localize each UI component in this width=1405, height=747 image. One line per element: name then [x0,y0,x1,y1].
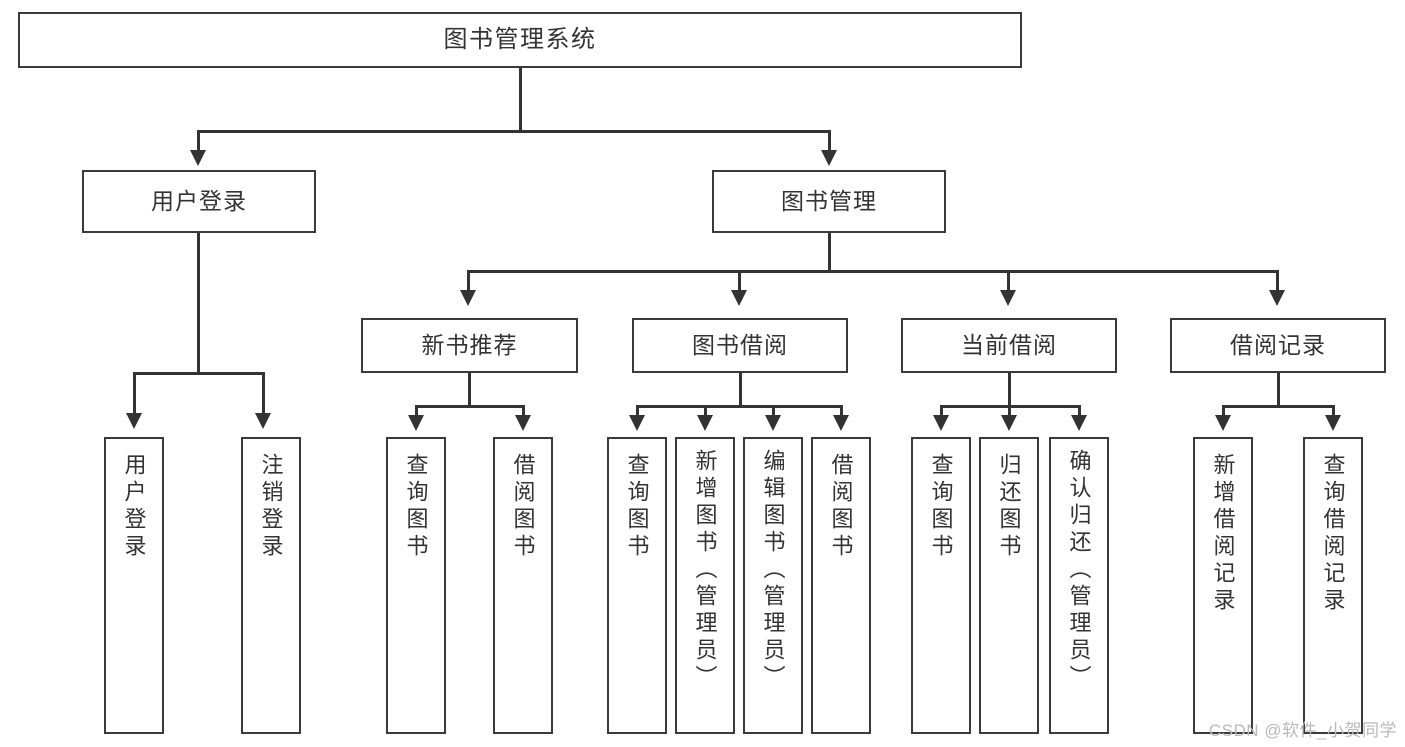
node-label: 借阅图书 [828,453,854,561]
leaf-bb-query-book[interactable]: 查询图书 [607,437,667,734]
arrowhead-book-management [821,150,837,166]
arrowhead-user-login [190,150,206,166]
connector-drop-borrow-records [1276,270,1279,294]
leaf-bb-edit-book-admin[interactable]: 编辑图书（管理员） [743,437,803,734]
node-label: 确认归还（管理员） [1066,449,1092,692]
node-book-borrow[interactable]: 图书借阅 [632,318,848,373]
node-label: 图书管理系统 [443,25,597,53]
leaf-cb-confirm-return-admin[interactable]: 确认归还（管理员） [1049,437,1109,734]
leaf-br-query-record[interactable]: 查询借阅记录 [1303,437,1363,734]
leaf-bb-add-book-admin[interactable]: 新增图书（管理员） [675,437,735,734]
node-label: 借阅图书 [510,453,536,561]
leaf-user-login[interactable]: 用户登录 [104,437,164,734]
arrowhead-bb-leaf-2 [697,415,713,431]
node-label: 编辑图书（管理员） [760,449,786,692]
node-label: 新增图书（管理员） [692,449,718,692]
connector-drop-br-leaf-1 [1222,405,1225,419]
node-label: 查询图书 [403,453,429,561]
node-label: 用户登录 [151,187,247,214]
leaf-nbr-borrow-book[interactable]: 借阅图书 [493,437,553,734]
connector-drop-book-management [828,130,831,154]
arrowhead-leaf-user-login [126,413,142,429]
arrowhead-br-leaf-2 [1325,415,1341,431]
connector-root-bus [197,130,831,133]
connector-root-stem [519,68,522,130]
connector-drop-book-borrow [738,270,741,294]
arrowhead-cb-leaf-1 [933,415,949,431]
csdn-watermark: CSDN @软件_小贺同学 [1208,721,1397,740]
connector-drop-cb-leaf-2 [1008,405,1011,419]
node-user-login[interactable]: 用户登录 [82,170,316,233]
connector-drop-nbr-leaf-2 [522,405,525,419]
connector-user-login-bus [133,372,265,375]
connector-drop-leaf-logout [262,372,265,417]
connector-drop-current-borrow [1007,270,1010,294]
arrowhead-nbr-leaf-2 [515,415,531,431]
node-label: 当前借阅 [961,331,1057,358]
node-label: 借阅记录 [1230,331,1326,358]
connector-new-book-recommend-bus [415,405,525,408]
arrowhead-borrow-records [1269,290,1285,306]
node-label: 查询图书 [624,453,650,561]
connector-drop-cb-leaf-3 [1078,405,1081,419]
node-label: 查询借阅记录 [1320,453,1346,615]
arrowhead-leaf-logout [255,413,271,429]
leaf-br-add-record[interactable]: 新增借阅记录 [1193,437,1253,734]
arrowhead-bb-leaf-4 [833,415,849,431]
node-borrow-records[interactable]: 借阅记录 [1170,318,1386,373]
leaf-cb-return-book[interactable]: 归还图书 [979,437,1039,734]
arrowhead-bb-leaf-3 [765,415,781,431]
node-new-book-recommend[interactable]: 新书推荐 [361,318,578,373]
connector-drop-bb-leaf-2 [704,405,707,419]
arrowhead-new-book-recommend [460,290,476,306]
leaf-logout[interactable]: 注销登录 [241,437,301,734]
node-label: 图书借阅 [692,331,788,358]
connector-drop-new-book-recommend [467,270,470,294]
connector-new-book-recommend-stem [468,373,471,405]
connector-book-borrow-bus [636,405,843,408]
leaf-bb-borrow-book[interactable]: 借阅图书 [811,437,871,734]
arrowhead-book-borrow [731,290,747,306]
arrowhead-cb-leaf-2 [1001,415,1017,431]
connector-current-borrow-stem [1008,373,1011,405]
connector-drop-bb-leaf-4 [840,405,843,419]
connector-user-login-stem [197,233,200,372]
arrowhead-br-leaf-1 [1215,415,1231,431]
arrowhead-bb-leaf-1 [629,415,645,431]
connector-drop-cb-leaf-1 [940,405,943,419]
node-label: 查询图书 [928,453,954,561]
arrowhead-current-borrow [1000,290,1016,306]
leaf-nbr-query-book[interactable]: 查询图书 [386,437,446,734]
node-current-borrow[interactable]: 当前借阅 [901,318,1117,373]
arrowhead-cb-leaf-3 [1071,415,1087,431]
connector-drop-leaf-user-login [133,372,136,417]
connector-drop-user-login [197,130,200,154]
node-label: 注销登录 [258,453,284,561]
node-label: 新增借阅记录 [1210,453,1236,615]
node-book-management[interactable]: 图书管理 [712,170,946,233]
connector-drop-br-leaf-2 [1332,405,1335,419]
connector-borrow-records-stem [1277,373,1280,405]
connector-book-management-bus [467,270,1279,273]
leaf-cb-query-book[interactable]: 查询图书 [911,437,971,734]
connector-borrow-records-bus [1222,405,1335,408]
connector-book-borrow-stem [739,373,742,405]
node-label: 用户登录 [121,453,147,561]
node-label: 图书管理 [781,187,877,214]
connector-drop-bb-leaf-1 [636,405,639,419]
node-label: 新书推荐 [421,331,518,358]
connector-drop-nbr-leaf-1 [415,405,418,419]
node-root-book-management-system[interactable]: 图书管理系统 [18,12,1022,68]
node-label: 归还图书 [996,453,1022,561]
connector-drop-bb-leaf-3 [772,405,775,419]
arrowhead-nbr-leaf-1 [408,415,424,431]
connector-book-management-stem [828,233,831,270]
